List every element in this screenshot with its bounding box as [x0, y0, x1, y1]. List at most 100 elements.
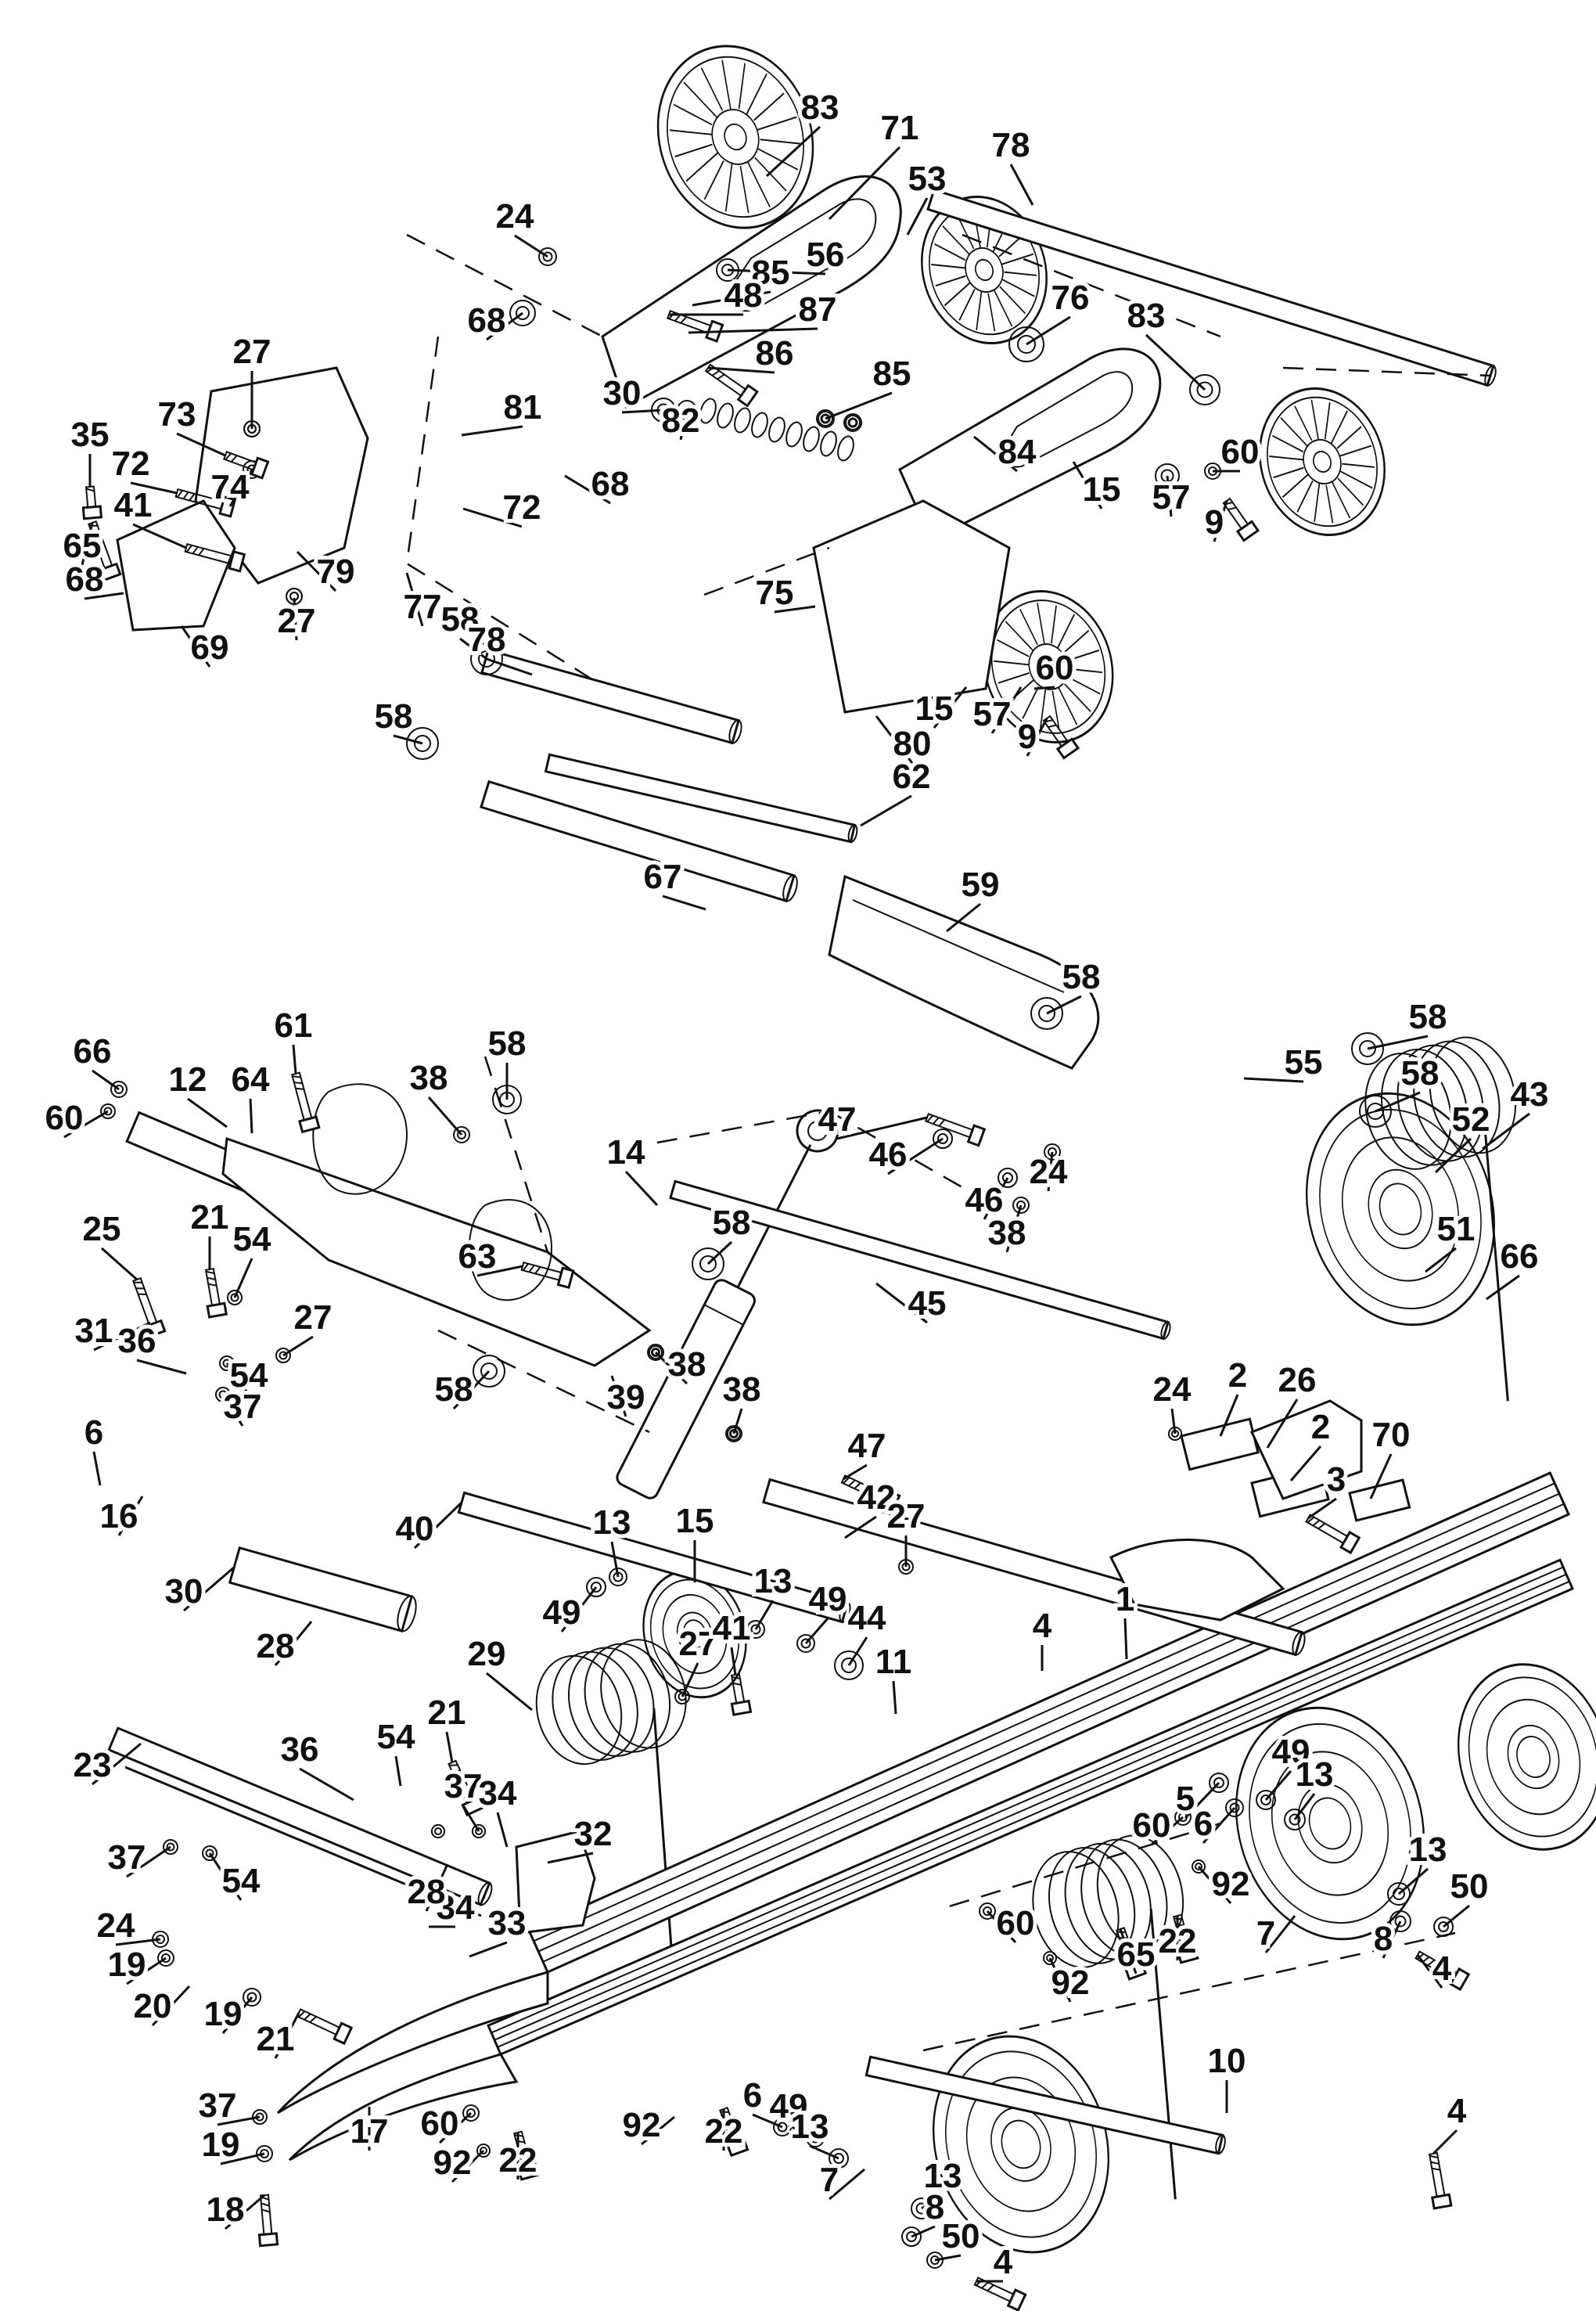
- leader-line: [394, 1755, 402, 1787]
- leader-line: [445, 1731, 454, 1763]
- part-number-callout: 78: [992, 126, 1030, 164]
- part-number-callout: 50: [942, 2217, 980, 2255]
- part-number-callout: 76: [1051, 279, 1090, 317]
- leader-line: [233, 1258, 253, 1298]
- leader-line: [187, 1097, 228, 1129]
- part-number-callout: 71: [881, 109, 919, 147]
- part-number-callout: 13: [791, 2108, 829, 2146]
- part-number-callout: 66: [1501, 1237, 1539, 1276]
- idler-wheel-disc: [1457, 1663, 1596, 1851]
- leader-line: [81, 522, 94, 566]
- part-number-callout: 54: [230, 1356, 268, 1395]
- part-number-callout: 37: [444, 1767, 483, 1805]
- leader-line: [92, 1742, 142, 1786]
- leader-line: [221, 1996, 253, 2034]
- part-number-callout: 14: [607, 1133, 645, 1172]
- part-number-callout: 61: [275, 1006, 313, 1045]
- leader-line: [413, 1501, 463, 1550]
- leader-line: [990, 686, 1023, 734]
- part-number-callout: 68: [591, 465, 630, 503]
- leader-line: [754, 1600, 775, 1630]
- part-number-callout: 5: [1176, 1780, 1195, 1818]
- leader-line: [496, 1812, 509, 1848]
- part-number-callout: 72: [503, 488, 541, 527]
- leader-line: [732, 1408, 743, 1434]
- leader-line: [225, 1362, 250, 1395]
- part-number-callout: 77: [404, 588, 442, 626]
- leader-line: [220, 2152, 265, 2165]
- leader-line: [547, 1852, 594, 1864]
- part-number-callout: 34: [479, 1774, 517, 1812]
- leader-line: [1184, 1781, 1220, 1820]
- part-number-callout: 49: [809, 1580, 847, 1618]
- leader-line: [1046, 995, 1082, 1015]
- leader-line: [1119, 1928, 1138, 1974]
- part-number-callout: 73: [158, 395, 196, 434]
- part-number-callout: 1: [1116, 1580, 1134, 1618]
- torsion-spring: [1364, 1036, 1517, 1402]
- part-number-callout: 49: [770, 2087, 808, 2126]
- part-number-callout: 74: [211, 468, 250, 506]
- part-number-callout: 4: [1432, 1949, 1452, 1988]
- leader-line: [1264, 1770, 1292, 1801]
- part-number-callout: 47: [848, 1427, 886, 1465]
- leader-line: [662, 895, 706, 911]
- part-number-callout: 15: [915, 689, 954, 728]
- leader-line: [1367, 1035, 1429, 1050]
- idler-wheel-spoked: [656, 45, 814, 229]
- part-number-callout: 54: [233, 1220, 271, 1258]
- leader-line: [1289, 1445, 1322, 1481]
- leader-line: [130, 481, 178, 495]
- part-number-callout: 30: [603, 374, 642, 412]
- part-number-callout: 62: [893, 758, 931, 796]
- leader-line: [476, 1265, 523, 1277]
- leader-line: [1033, 686, 1055, 690]
- part-number-callout: 31: [75, 1312, 113, 1350]
- leader-line: [126, 1845, 171, 1878]
- leader-line: [293, 597, 298, 641]
- part-number-callout: 75: [756, 574, 794, 612]
- part-number-callout: 92: [623, 2106, 661, 2144]
- part-number-callout: 13: [924, 2157, 962, 2195]
- part-number-callout: 92: [1051, 1964, 1090, 2002]
- part-number-callout: 60: [1133, 1806, 1171, 1845]
- part-number-callout: 37: [224, 1388, 262, 1426]
- leader-line: [486, 311, 523, 341]
- part-number-callout: 4: [1033, 1607, 1052, 1645]
- leader-line: [844, 1515, 877, 1539]
- leader-line: [946, 902, 981, 933]
- leader-line: [1432, 2129, 1458, 2155]
- leader-line: [1009, 164, 1034, 206]
- part-number-callout: 69: [191, 628, 229, 667]
- leader-line: [1443, 1904, 1470, 1928]
- part-number-callout: 52: [1452, 1100, 1490, 1139]
- part-number-callout: 4: [1447, 2092, 1467, 2130]
- leader-line: [706, 1240, 733, 1265]
- leader-line: [934, 2254, 962, 2262]
- part-number-callout: 22: [705, 2112, 743, 2151]
- leader-line: [707, 366, 775, 374]
- leader-line: [610, 1375, 627, 1417]
- leader-line: [692, 290, 771, 307]
- part-number-callout: 83: [1127, 297, 1166, 335]
- part-number-callout: 9: [1205, 503, 1224, 542]
- torsion-spring: [535, 1639, 687, 1981]
- leader-line: [101, 1247, 138, 1281]
- part-number-callout: 21: [257, 2020, 295, 2058]
- part-number-callout: 3: [1327, 1460, 1346, 1499]
- part-number-callout: 24: [1030, 1153, 1068, 1191]
- leader-line: [486, 657, 533, 676]
- part-number-callout: 68: [468, 301, 506, 340]
- part-number-callout: 38: [723, 1370, 761, 1409]
- leader-line: [459, 637, 487, 661]
- part-number-callout: 8: [1374, 1920, 1393, 1958]
- part-number-callout: 49: [543, 1593, 581, 1632]
- part-number-callout: 38: [988, 1214, 1026, 1252]
- leader-line: [115, 1938, 161, 1946]
- idler-wheel-disc: [1235, 1706, 1425, 1941]
- leader-line: [63, 1110, 109, 1139]
- part-number-callout: 44: [848, 1599, 886, 1637]
- leader-line: [427, 1096, 463, 1136]
- part-number-callout: 13: [593, 1503, 631, 1542]
